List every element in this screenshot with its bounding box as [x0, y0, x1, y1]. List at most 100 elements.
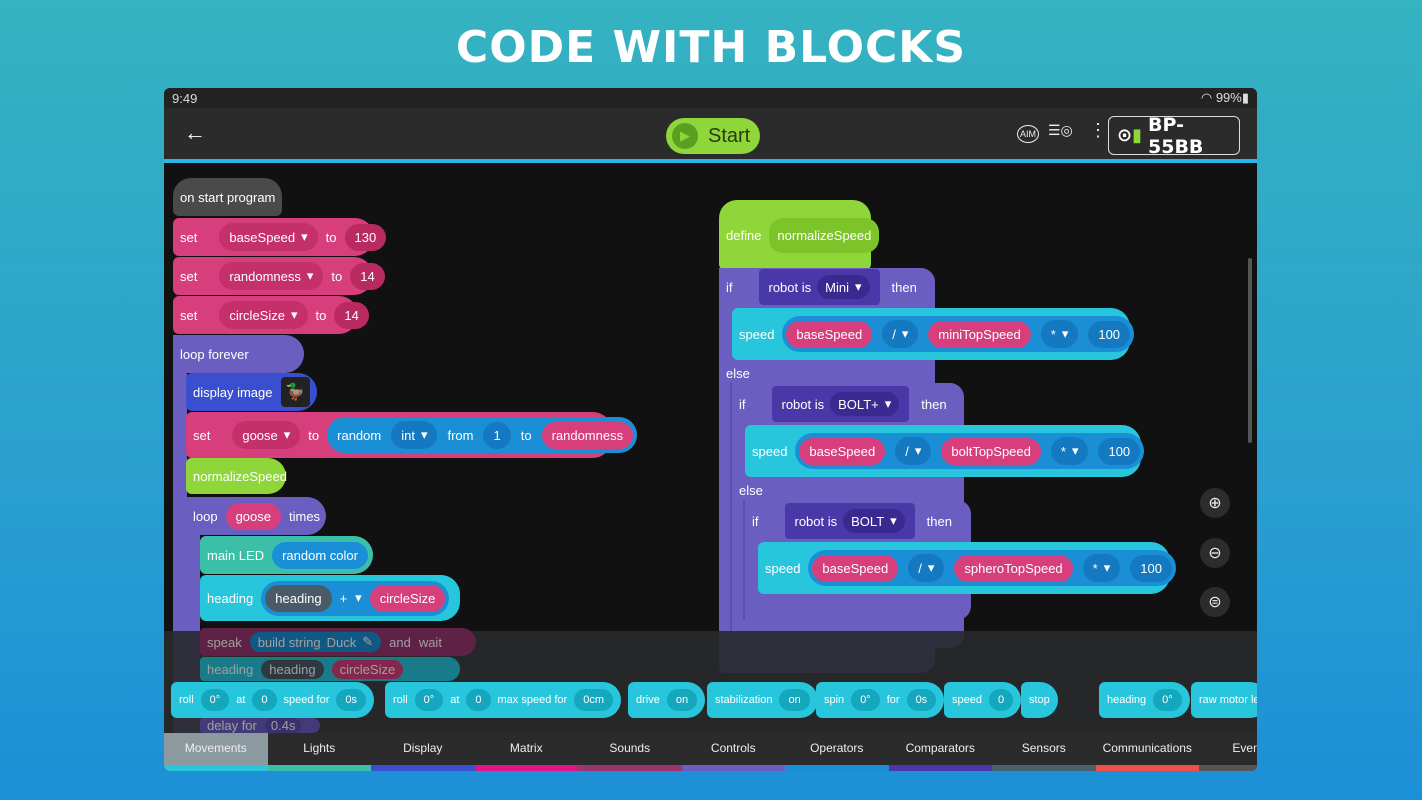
palette-value[interactable]: on [666, 689, 698, 711]
max-variable[interactable]: randomness [541, 421, 634, 449]
math-block[interactable]: baseSpeed /▾ spheroTopSpeed *▾ 100 [808, 550, 1176, 586]
math-block[interactable]: baseSpeed /▾ boltTopSpeed *▾ 100 [795, 433, 1145, 469]
topspeed-variable[interactable]: miniTopSpeed [928, 320, 1031, 348]
operator-dropdown[interactable]: + [339, 590, 348, 606]
robot-dropdown[interactable]: BOLT▾ [843, 509, 905, 533]
palette-value[interactable]: 0° [851, 689, 880, 711]
value-input[interactable]: 130 [344, 223, 387, 251]
tab-movements[interactable]: Movements [164, 733, 268, 771]
topspeed-variable[interactable]: spheroTopSpeed [954, 554, 1073, 582]
zoom-out-icon[interactable]: ⊖ [1200, 538, 1230, 568]
circlesize-variable[interactable]: circleSize [331, 659, 404, 679]
tab-sensors[interactable]: Sensors [992, 733, 1096, 771]
tab-operators[interactable]: Operators [785, 733, 889, 771]
multiply-dropdown[interactable]: *▾ [1040, 320, 1079, 348]
multiply-dropdown[interactable]: *▾ [1050, 437, 1089, 465]
palette-value[interactable]: 0s [336, 689, 367, 711]
normalize-speed-call-block[interactable]: normalizeSpeed [186, 458, 287, 494]
palette-value[interactable]: 0° [200, 689, 230, 711]
multiply-dropdown[interactable]: *▾ [1082, 554, 1121, 582]
variable-dropdown[interactable]: circleSize▾ [219, 301, 308, 329]
number-input[interactable]: 100 [1130, 554, 1172, 582]
divide-dropdown[interactable]: /▾ [882, 320, 919, 348]
variable-dropdown[interactable]: goose▾ [232, 421, 301, 449]
aim-icon[interactable]: AIM [1017, 125, 1040, 143]
tab-communications[interactable]: Communications [1095, 733, 1199, 771]
tab-controls[interactable]: Controls [681, 733, 785, 771]
number-input[interactable]: 100 [1098, 437, 1141, 465]
palette-value[interactable]: 0° [414, 689, 444, 711]
value-input[interactable]: 14 [334, 301, 369, 329]
start-button[interactable]: ▶Start [666, 118, 760, 154]
palette-block-stop[interactable]: stop [1021, 682, 1058, 718]
on-start-block[interactable]: on start program [173, 178, 283, 216]
min-input[interactable]: 1 [483, 421, 511, 449]
type-dropdown[interactable]: int▾ [391, 421, 438, 449]
palette-value[interactable]: 0 [988, 689, 1014, 711]
palette-value[interactable]: 0 [466, 689, 491, 711]
zoom-in-icon[interactable]: ⊕ [1200, 488, 1230, 518]
tab-display[interactable]: Display [371, 733, 475, 771]
wait-toggle[interactable]: wait [418, 634, 442, 650]
robot-dropdown[interactable]: BOLT+▾ [830, 392, 900, 416]
basespeed-variable[interactable]: baseSpeed [812, 554, 899, 582]
palette-value[interactable]: on [779, 689, 810, 711]
tab-events[interactable]: Events [1199, 733, 1257, 771]
heading-variable[interactable]: heading [261, 659, 324, 679]
divide-dropdown[interactable]: /▾ [908, 554, 945, 582]
math-block[interactable]: heading+▾circleSize [261, 580, 450, 616]
color-value[interactable]: random color [272, 541, 368, 569]
robot-connection-button[interactable]: ⊙▮BP-55BB [1108, 114, 1240, 158]
loop-forever-block[interactable]: loop forever [173, 335, 304, 373]
palette-value[interactable]: 0s [906, 689, 937, 711]
value-input[interactable]: 14 [350, 262, 385, 290]
tab-comparators[interactable]: Comparators [888, 733, 992, 771]
palette-block-raw-motor-le[interactable]: raw motor le [1191, 682, 1257, 718]
duck-image-icon[interactable]: 🦆 [280, 377, 310, 407]
zoom-reset-icon[interactable]: ⊜ [1200, 587, 1230, 617]
text-input[interactable]: Duck [326, 634, 357, 650]
delay-value[interactable]: 0.4s [264, 718, 302, 733]
palette-value[interactable]: 0 [252, 689, 277, 711]
speed-lines-icon[interactable]: ☰◎ [1048, 122, 1073, 138]
vertical-scrollbar[interactable] [1248, 258, 1252, 443]
tab-lights[interactable]: Lights [267, 733, 371, 771]
basespeed-variable[interactable]: baseSpeed [799, 437, 886, 465]
function-name[interactable]: normalizeSpeed [769, 217, 880, 253]
more-menu-icon[interactable]: ⋮ [1089, 120, 1107, 140]
tab-sounds[interactable]: Sounds [578, 733, 682, 771]
heading-variable[interactable]: heading [265, 584, 332, 612]
palette-value[interactable]: 0° [1153, 689, 1182, 711]
display-image-block[interactable]: display image🦆 [186, 373, 317, 411]
variable-dropdown[interactable]: baseSpeed▾ [219, 223, 318, 251]
number-input[interactable]: 100 [1088, 320, 1131, 348]
divide-dropdown[interactable]: /▾ [895, 437, 932, 465]
variable-dropdown[interactable]: randomness▾ [219, 262, 324, 290]
topspeed-variable[interactable]: boltTopSpeed [941, 437, 1041, 465]
math-block[interactable]: baseSpeed/▾miniTopSpeed*▾100 [782, 316, 1135, 352]
